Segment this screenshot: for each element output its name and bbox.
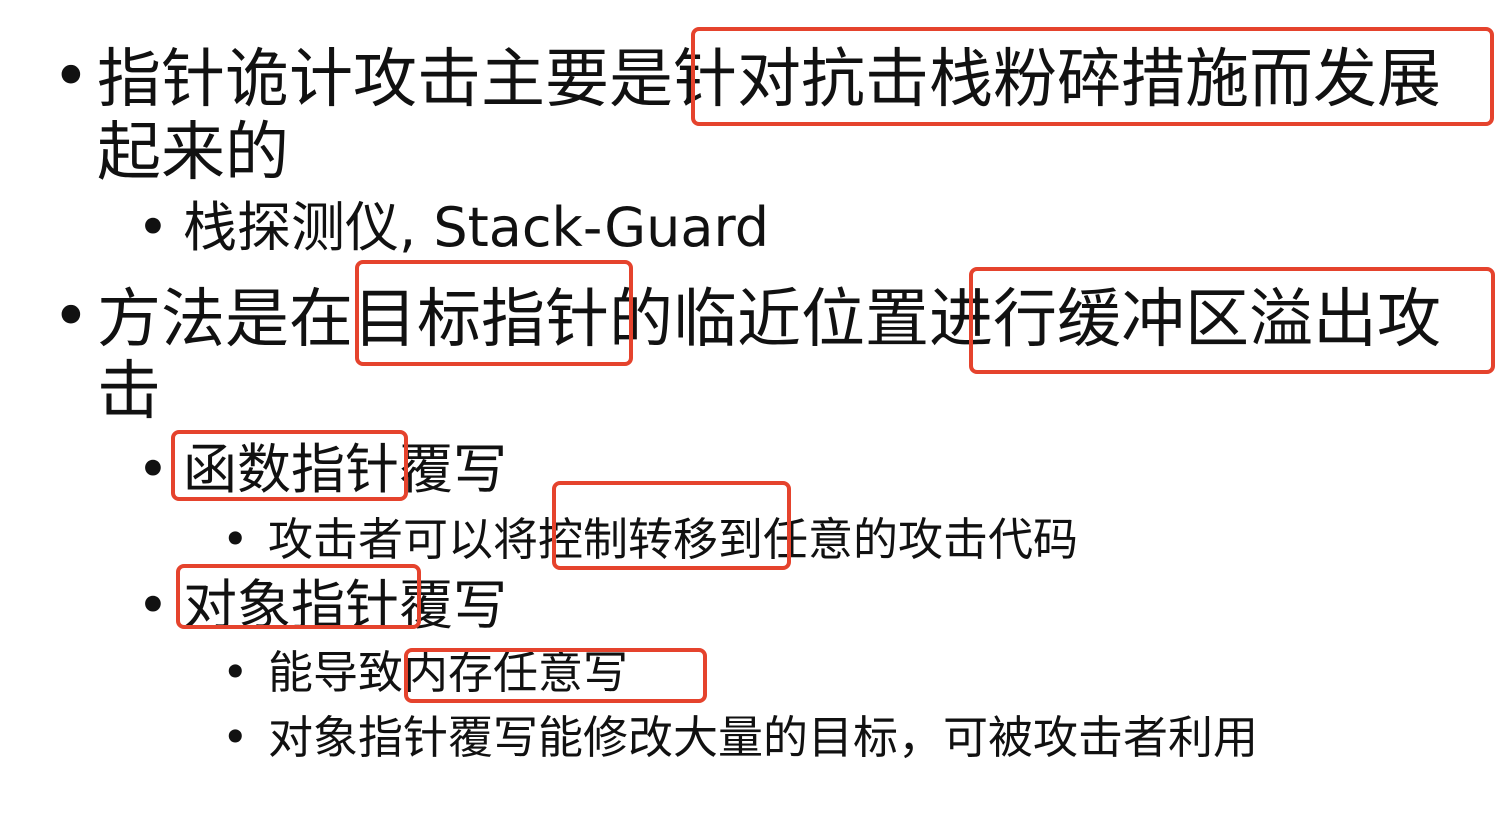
bullet-text-1-cont: 起来的 bbox=[97, 116, 289, 190]
bullet: • bbox=[52, 40, 90, 114]
bullet: • bbox=[222, 646, 249, 699]
bullet-text-1: 指针诡计攻击主要是针对抗击栈粉碎措施而发展 bbox=[97, 43, 1441, 117]
bullet: • bbox=[222, 711, 249, 764]
sub-sub-bullet-control-transfer: 攻击者可以将控制转移到任意的攻击代码 bbox=[268, 513, 1079, 566]
highlight-box bbox=[969, 267, 1495, 374]
sub-bullet-stackguard: 栈探测仪, Stack-Guard bbox=[183, 196, 769, 259]
highlight-box bbox=[552, 481, 791, 570]
bullet: • bbox=[137, 438, 169, 501]
highlight-box bbox=[171, 430, 408, 501]
highlight-box bbox=[176, 564, 421, 629]
sub-sub-bullet-memory-write: 能导致内存任意写 bbox=[268, 646, 629, 699]
highlight-box bbox=[404, 648, 707, 703]
highlight-box bbox=[355, 260, 633, 366]
bullet: • bbox=[52, 280, 90, 354]
bullet: • bbox=[137, 574, 169, 637]
bullet: • bbox=[222, 513, 249, 566]
sub-sub-bullet-modify-targets: 对象指针覆写能修改大量的目标，可被攻击者利用 bbox=[268, 711, 1259, 764]
sub-bullet-function-pointer: 函数指针覆写 bbox=[183, 438, 507, 501]
highlight-box bbox=[691, 27, 1494, 126]
bullet-text-2: 方法是在目标指针的临近位置进行缓冲区溢出攻 bbox=[97, 283, 1441, 357]
bullet: • bbox=[137, 196, 169, 259]
bullet-text-2-cont: 击 bbox=[97, 355, 161, 429]
